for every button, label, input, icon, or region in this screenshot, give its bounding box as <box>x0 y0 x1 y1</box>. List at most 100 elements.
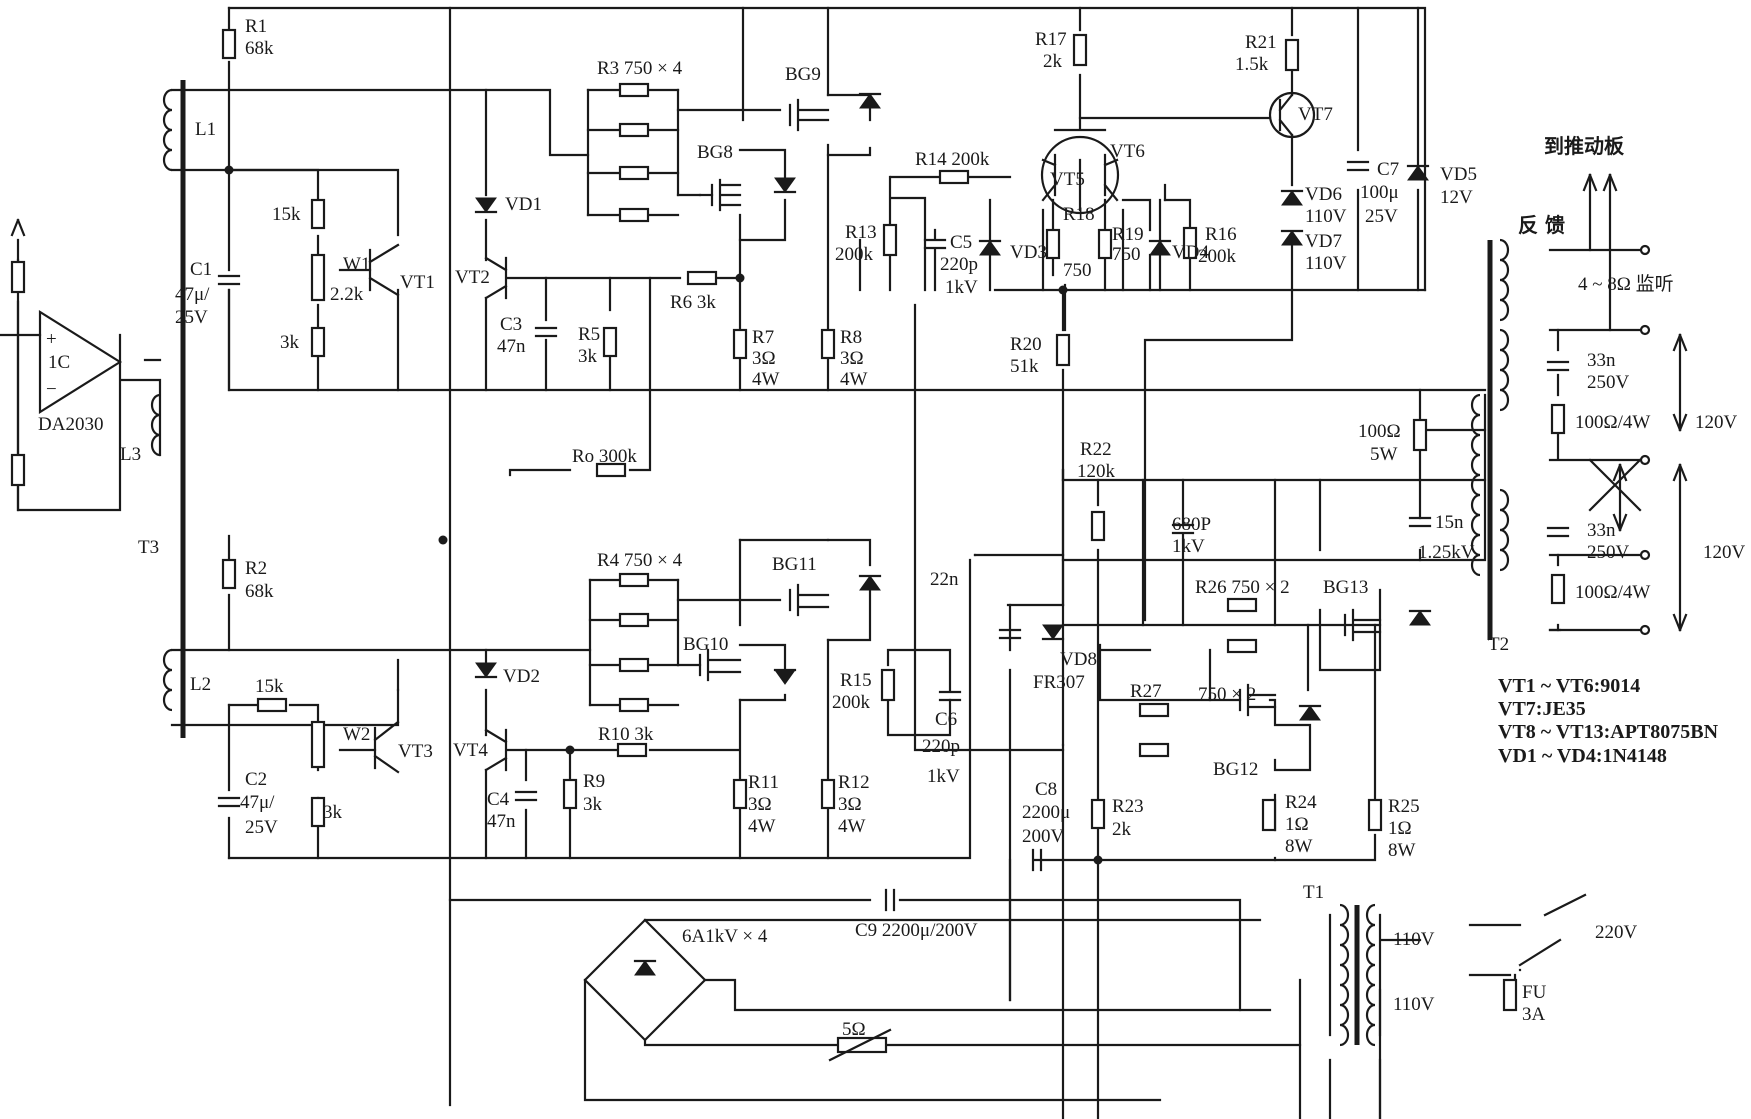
label-r1: R1 <box>245 16 267 37</box>
label-c7u: 25V <box>1365 206 1398 227</box>
resistor-da-bottom <box>10 453 26 487</box>
transistor-vt3 <box>373 720 400 774</box>
label-c8v: 2200μ <box>1022 802 1070 823</box>
label-r14: R14 200k <box>915 149 990 170</box>
label-c8u: 200V <box>1022 826 1065 847</box>
label-r5v: 3k <box>578 346 598 367</box>
resistor-r2 <box>221 558 237 590</box>
resistor-r12 <box>820 778 836 810</box>
resistor-r18 <box>1045 228 1061 260</box>
diode-vd8 <box>1042 624 1064 640</box>
fuse-fu <box>1502 978 1518 1012</box>
label-bg12: BG12 <box>1213 759 1258 780</box>
resistor-r27a <box>1138 702 1170 718</box>
label-r8v: 3Ω <box>840 348 864 369</box>
resistor-3k-1 <box>310 326 326 358</box>
label-c6u: 1kV <box>927 766 960 787</box>
resistor-r15 <box>880 668 896 702</box>
label-r27: R27 <box>1130 681 1162 702</box>
resistor-15k-2 <box>256 697 288 713</box>
label-33n-a: 33n <box>1587 350 1616 371</box>
capacitor-c8 <box>1031 848 1043 872</box>
label-c2u: 25V <box>245 817 278 838</box>
resistor-r17 <box>1072 33 1088 67</box>
transistor-vt7 <box>1268 91 1316 139</box>
diode-bg10-body <box>774 669 796 685</box>
label-bridge: 6A1kV × 4 <box>682 926 768 947</box>
diode-vd5 <box>1407 165 1429 181</box>
potentiometer-w1 <box>310 253 326 302</box>
resistor-r6 <box>686 270 718 286</box>
label-r16: R16 <box>1205 224 1237 245</box>
label-w1v: 2.2k <box>330 284 364 305</box>
capacitor-33n-a <box>1546 360 1570 372</box>
label-vd5v: 12V <box>1440 187 1473 208</box>
label-r4: R4 750 × 4 <box>597 550 683 571</box>
label-r19v: 750 <box>1112 244 1141 265</box>
resistor-r3d <box>618 207 650 223</box>
label-l3: L3 <box>120 444 141 465</box>
label-t1: T1 <box>1303 882 1324 903</box>
capacitor-c5 <box>923 228 947 292</box>
capacitor-c3 <box>534 326 558 338</box>
resistor-r20 <box>1055 333 1071 367</box>
label-r24v: 1Ω <box>1285 814 1309 835</box>
label-c4v: 47n <box>487 811 516 832</box>
label-t2: T2 <box>1488 634 1509 655</box>
label-r1v: 68k <box>245 38 274 59</box>
label-vt3: VT3 <box>398 741 433 762</box>
label-c8: C8 <box>1035 779 1057 800</box>
capacitor-c7 <box>1346 160 1370 172</box>
label-r23: R23 <box>1112 796 1144 817</box>
label-r8p: 4W <box>840 369 868 390</box>
label-vt4: VT4 <box>453 740 488 761</box>
diode-bg8-body <box>774 177 796 193</box>
label-t1b: 110V <box>1393 994 1435 1015</box>
resistor-100-4w-a <box>1550 403 1566 435</box>
label-bg11: BG11 <box>772 554 817 575</box>
resistor-r8 <box>820 328 836 360</box>
label-r21v: 1.5k <box>1235 54 1269 75</box>
label-220v: 220V <box>1595 922 1638 943</box>
mosfet-bg12 <box>1238 683 1277 717</box>
label-c2v: 47μ/ <box>240 792 275 813</box>
capacitor-c4 <box>514 790 538 802</box>
label-da2030: DA2030 <box>38 414 103 435</box>
resistor-da-top <box>10 260 26 294</box>
label-3k-2: 3k <box>323 802 343 823</box>
diode-vd7 <box>1281 230 1303 246</box>
resistor-r3b <box>618 122 650 138</box>
label-r12: R12 <box>838 772 870 793</box>
potentiometer-w2 <box>310 720 326 769</box>
diode-bg11-body <box>859 575 881 591</box>
label-r22: R22 <box>1080 439 1112 460</box>
label-vd7v: 110V <box>1305 253 1347 274</box>
label-vd8: VD8 <box>1060 649 1097 670</box>
label-15n: 15n <box>1435 512 1464 533</box>
label-r11: R11 <box>748 772 779 793</box>
label-r20v: 51k <box>1010 356 1039 377</box>
label-c5: C5 <box>950 232 972 253</box>
label-r6: R6 3k <box>670 292 716 313</box>
resistor-r9 <box>562 778 578 810</box>
label-r7: R7 <box>752 327 774 348</box>
label-vd4: VD4 <box>1172 242 1209 263</box>
label-r24p: 8W <box>1285 836 1313 857</box>
capacitor-c2 <box>217 796 241 808</box>
label-680p-u: 1kV <box>1172 536 1205 557</box>
label-r27b: 750 × 2 <box>1198 684 1256 705</box>
label-r21: R21 <box>1245 32 1277 53</box>
label-r17: R17 <box>1035 29 1067 50</box>
diode-vd2 <box>475 662 497 678</box>
resistor-ro <box>595 462 627 478</box>
diodes <box>474 92 1432 976</box>
mosfet-bg10 <box>698 648 742 682</box>
label-r17v: 2k <box>1043 51 1063 72</box>
label-120v-b: 120V <box>1703 542 1746 563</box>
resistor-r16 <box>1182 226 1198 260</box>
label-15n-u: 1.25kV <box>1418 542 1475 563</box>
label-r12v: 3Ω <box>838 794 862 815</box>
label-c1u: 25V <box>175 307 208 328</box>
label-vd7: VD7 <box>1305 231 1342 252</box>
resistor-r3c <box>618 165 650 181</box>
